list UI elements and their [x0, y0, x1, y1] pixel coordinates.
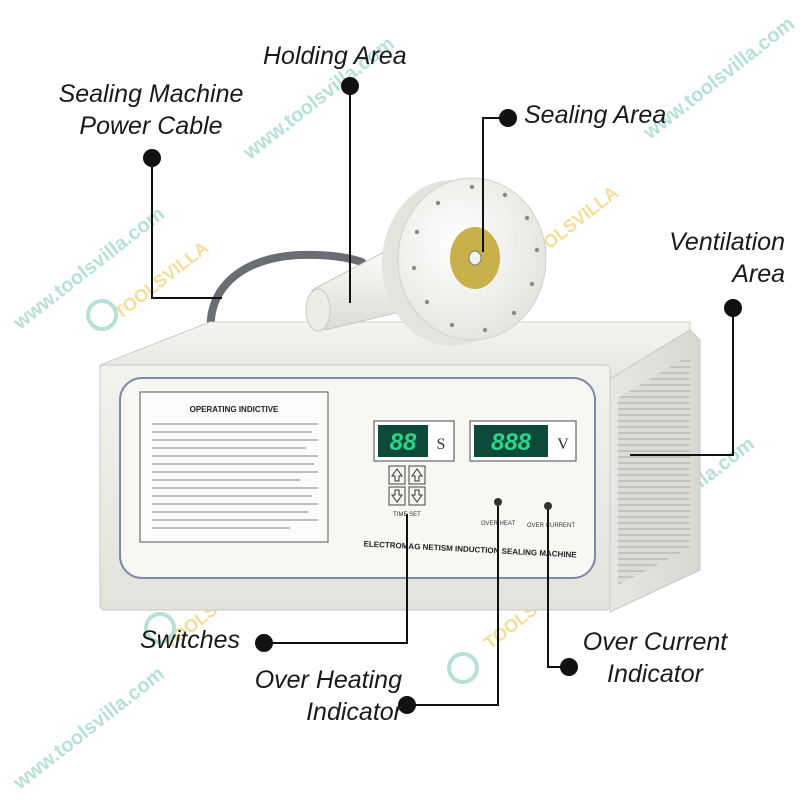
instruction-panel — [139, 391, 329, 543]
leader-over-heating — [407, 506, 499, 706]
arrow-down-icon — [391, 489, 403, 503]
label-power-cable-line2: Power Cable — [79, 112, 223, 140]
machine-body: OPERATING INDICTIVE 88 S 888 V — [99, 321, 701, 613]
label-power-cable-line1: Sealing Machine — [58, 80, 244, 108]
leader-power-cable — [151, 158, 222, 299]
label-sealing-area: Sealing Area — [524, 99, 666, 131]
label-holding-area-text: Holding Area — [263, 42, 407, 70]
time-set-switches[interactable] — [388, 465, 426, 506]
over-heat-indicator-light — [494, 498, 502, 506]
label-switches-text: Switches — [140, 626, 241, 654]
label-over-heating-line1: Over Heating — [254, 666, 402, 694]
over-current-indicator-light — [544, 502, 552, 510]
switch-down-right[interactable] — [408, 486, 426, 506]
leader-switches — [264, 514, 408, 644]
label-over-current-line2: Indicator — [607, 660, 703, 688]
label-over-current-line1: Over Current — [582, 628, 728, 656]
voltage-unit-label: V — [557, 436, 569, 453]
label-switches: Switches — [140, 624, 240, 656]
handle-end — [305, 288, 331, 332]
label-ventilation-area: Ventilation Area — [630, 226, 785, 290]
switch-down-left[interactable] — [388, 486, 406, 506]
dot-over-current — [560, 658, 578, 676]
label-over-heating-line2: Indicator — [306, 698, 402, 726]
dot-ventilation — [724, 299, 742, 317]
arrow-up-icon — [391, 468, 403, 482]
instruction-panel-title: OPERATING INDICTIVE — [190, 405, 279, 414]
time-display-digits: 88 — [390, 429, 417, 456]
label-over-current: Over Current Indicator — [565, 626, 745, 690]
label-ventilation-line1: Ventilation — [669, 228, 785, 256]
arrow-down-icon — [411, 489, 423, 503]
dot-switches — [255, 634, 273, 652]
instruction-text-lines — [152, 423, 318, 529]
label-ventilation-line2: Area — [732, 260, 785, 288]
label-power-cable: Sealing Machine Power Cable — [40, 78, 262, 142]
label-over-heating: Over Heating Indicator — [200, 664, 402, 728]
leader-ventilation — [630, 308, 734, 456]
dot-sealing-area — [499, 109, 517, 127]
voltage-display-digits: 888 — [491, 429, 532, 456]
label-holding-area: Holding Area — [263, 40, 407, 72]
sealing-head — [305, 177, 547, 346]
power-cable — [206, 250, 366, 339]
voltage-display — [474, 425, 548, 457]
dot-over-heating — [398, 696, 416, 714]
watermark-url: www.toolsvilla.com — [9, 663, 169, 795]
label-sealing-area-text: Sealing Area — [524, 101, 667, 129]
ventilation-grille — [618, 355, 690, 585]
time-unit-label: S — [437, 436, 446, 453]
arrow-up-icon — [411, 468, 423, 482]
sealing-head-holes — [411, 184, 540, 333]
sealing-core-center — [468, 250, 482, 266]
watermark-pin-icon — [144, 612, 176, 644]
over-current-label: OVER CURRENT — [527, 523, 575, 529]
watermark-pin-icon — [86, 299, 118, 331]
watermark-pin-icon — [447, 652, 479, 684]
dot-holding-area — [341, 77, 359, 95]
switch-up-right[interactable] — [408, 465, 426, 485]
switch-up-left[interactable] — [388, 465, 406, 485]
time-display — [378, 425, 428, 457]
leader-dots — [143, 77, 742, 714]
dot-power-cable — [143, 149, 161, 167]
